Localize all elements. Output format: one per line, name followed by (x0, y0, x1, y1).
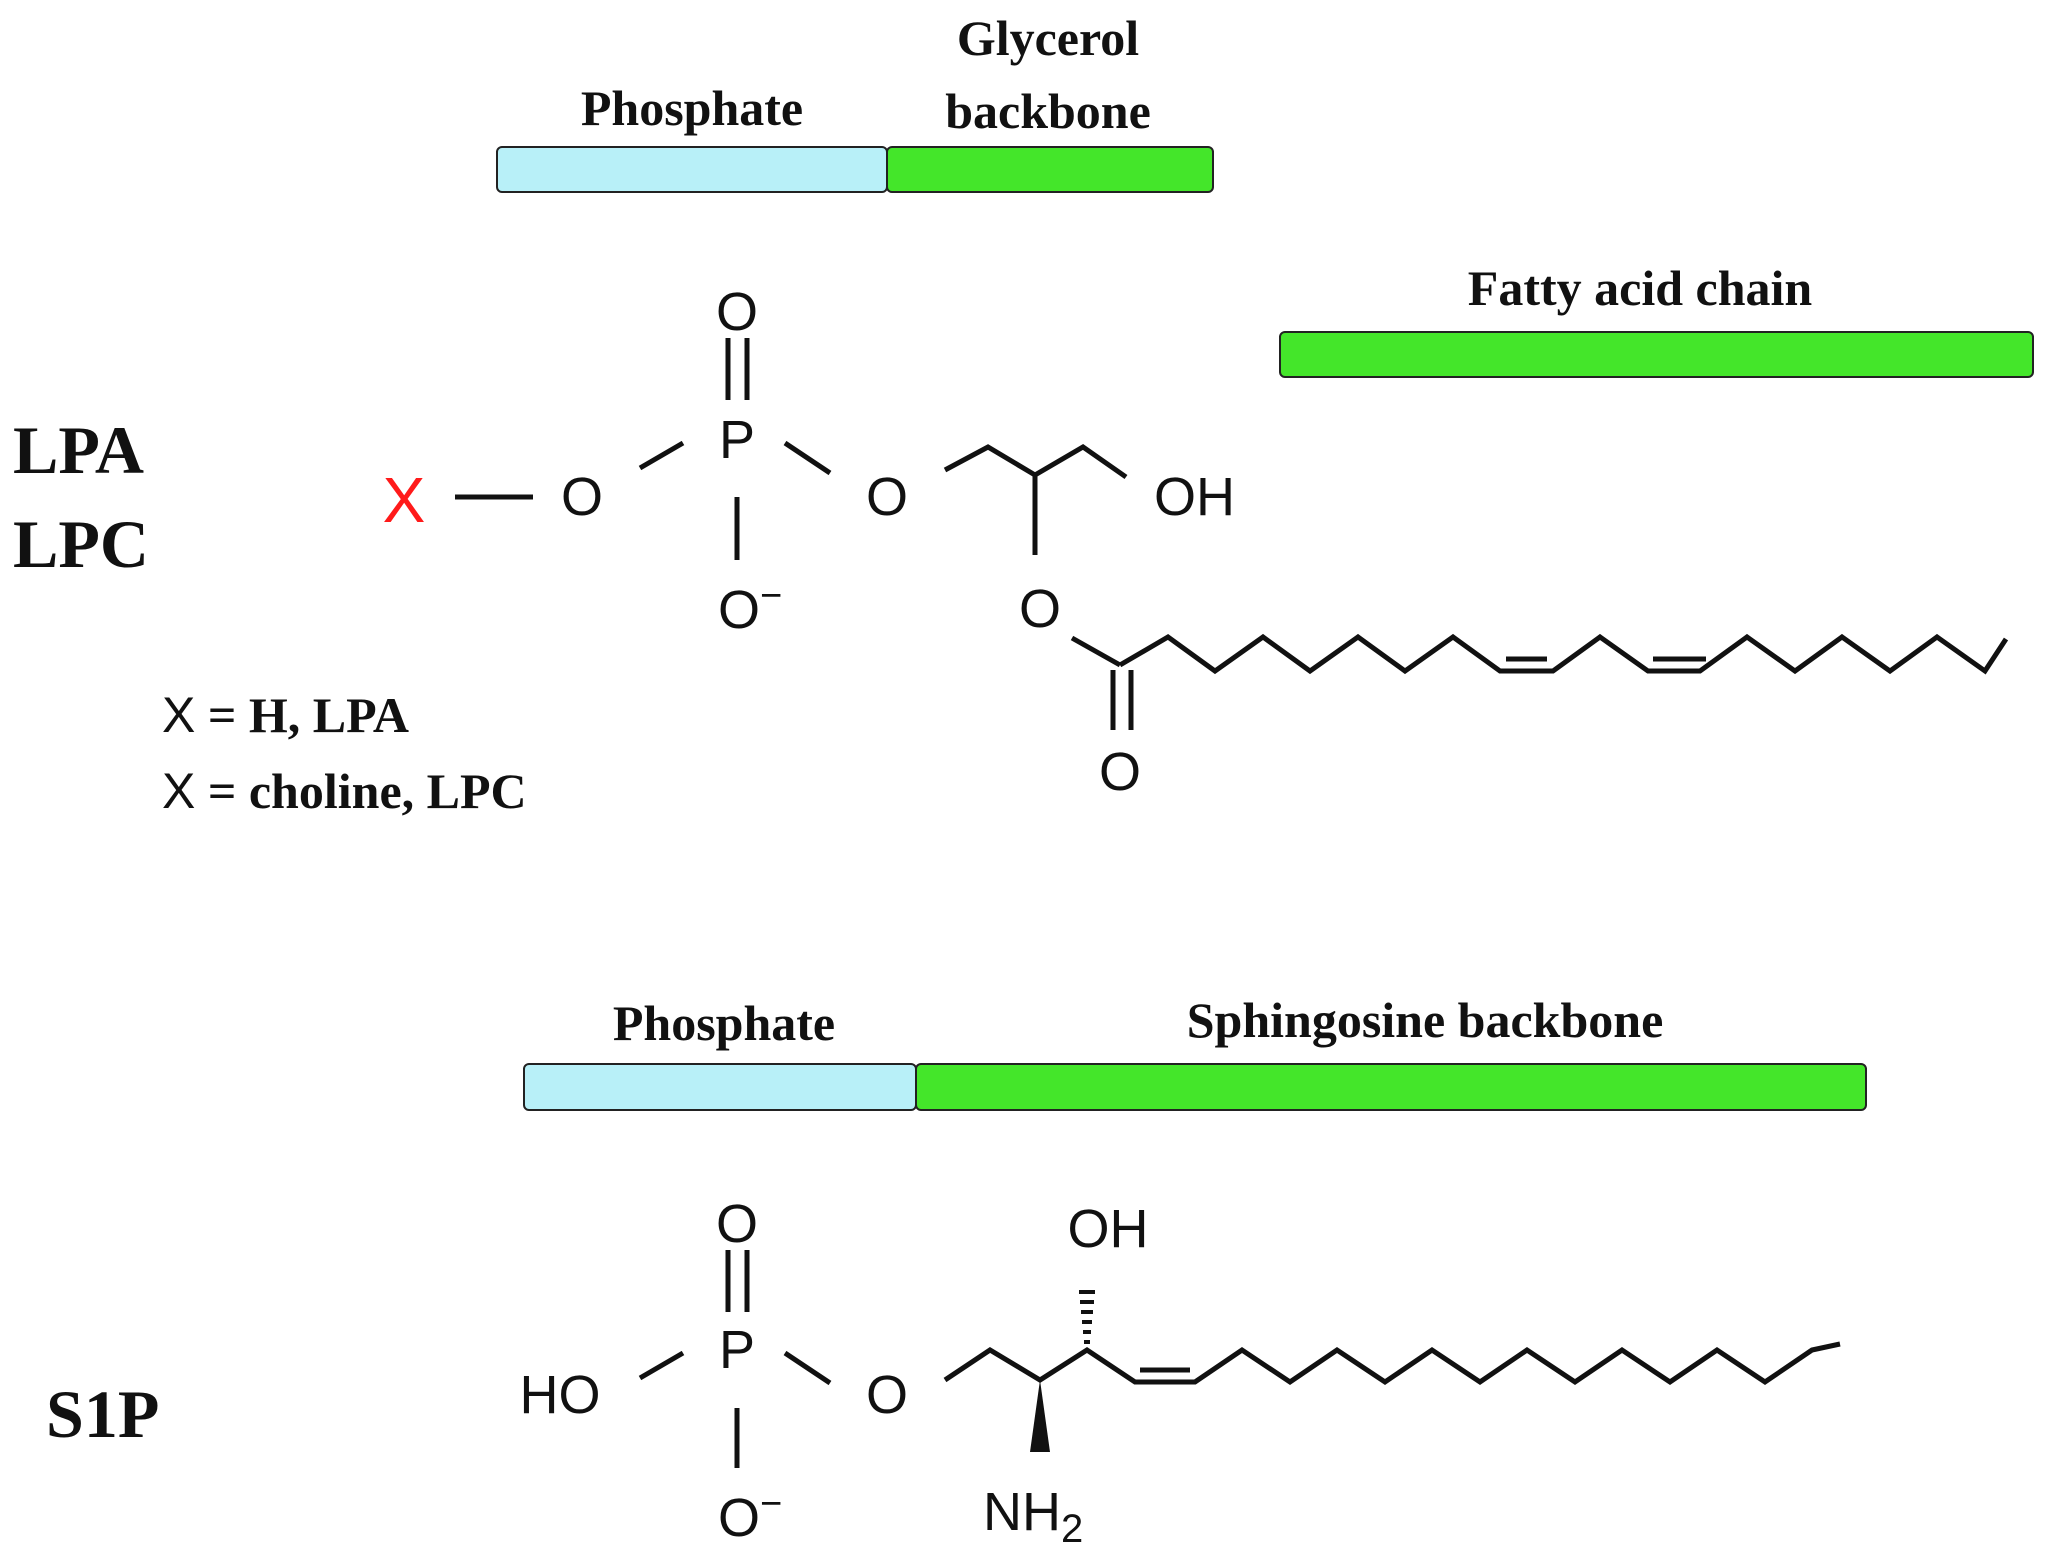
glycerol-label-line1: Glycerol (957, 10, 1139, 66)
bond-p-o-link (783, 1350, 832, 1386)
solid-wedge-nh2 (1030, 1380, 1050, 1452)
atom-oh: OH (1068, 1199, 1149, 1259)
definition-lpc: X = choline, LPC (162, 763, 527, 819)
bond-ho-p (638, 1350, 685, 1381)
fatty-acid-chain-bar (1279, 331, 2034, 378)
hashed-wedge-oh (1079, 1290, 1095, 1344)
sphingosine-backbone-label: Sphingosine backbone (1187, 992, 1664, 1048)
atom-o-double: O (716, 1194, 758, 1254)
glycerol-chain (943, 444, 1128, 480)
s1p-phosphate-label: Phosphate (613, 995, 835, 1051)
atom-nh2-sub: 2 (1061, 1507, 1083, 1551)
atom-o-minus-o: O (718, 1488, 760, 1548)
sphingosine-chain (943, 1341, 1841, 1386)
atom-o-minus: O− (718, 575, 782, 640)
s1p-bonds (638, 1250, 1841, 1468)
s1p-phosphate-bar (523, 1063, 917, 1111)
fatty-acid-chain-label: Fatty acid chain (1468, 260, 1813, 316)
s1p-name: S1P (46, 1376, 159, 1452)
bond-o-p (638, 440, 685, 471)
x-group: X (383, 464, 426, 536)
atom-o-minus-charge: − (760, 1483, 782, 1525)
atom-o-link: O (866, 1365, 908, 1425)
definition-lpa-text: = H, LPA (195, 687, 409, 743)
atom-p: P (719, 410, 755, 470)
atom-nh2-nh: NH (983, 1482, 1061, 1542)
bond-p-o (783, 440, 832, 476)
phosphate-label: Phosphate (581, 80, 803, 136)
bond-o-acyl-carbon (1070, 635, 1122, 668)
lpa-lpc-bonds (455, 338, 2009, 730)
s1p-panel: Phosphate Sphingosine backbone S1P (46, 992, 1867, 1551)
atom-nh2: NH2 (983, 1482, 1083, 1551)
atom-ho: HO (520, 1365, 601, 1425)
definition-lpa: X = H, LPA (162, 687, 409, 743)
atom-p: P (719, 1320, 755, 1380)
sphingosine-backbone-bar (915, 1063, 1867, 1111)
atom-o-minus-o: O (718, 580, 760, 640)
definition-lpc-text: = choline, LPC (195, 763, 526, 819)
atom-o-minus: O− (718, 1483, 782, 1548)
lpa-name: LPA (13, 412, 144, 488)
definition-lpa-var: X (162, 687, 195, 743)
definition-lpc-var: X (162, 763, 195, 819)
atom-o-acyl: O (1019, 579, 1061, 639)
fatty-acid-chain-bonds (1118, 633, 2009, 675)
glycerol-backbone-bar (886, 146, 1214, 193)
glycerol-label-line2: backbone (945, 83, 1151, 139)
lpc-name: LPC (13, 506, 149, 582)
lpa-lpc-panel: Glycerol backbone Phosphate Fatty acid c… (13, 10, 2034, 819)
atom-o-carbonyl: O (1099, 742, 1141, 802)
atom-oh: OH (1154, 467, 1235, 527)
atom-o-glycerol: O (866, 467, 908, 527)
atom-o-minus-charge: − (760, 575, 782, 617)
atom-o-double: O (716, 282, 758, 342)
phosphate-bar (496, 146, 888, 193)
atom-o-ester: O (561, 467, 603, 527)
